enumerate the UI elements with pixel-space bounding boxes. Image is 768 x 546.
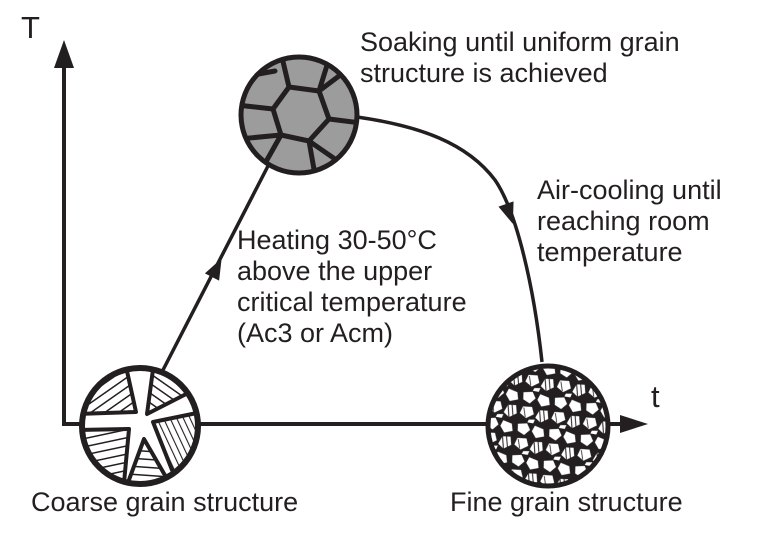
temperature-axis-arrowhead [54,40,74,68]
soaking-grain-micrograph [238,54,360,176]
temperature-axis-label: T [21,10,40,45]
time-axis-arrowhead [620,415,648,433]
fine-grain-micrograph [485,363,611,489]
soaking-annotation: Soaking until uniform grain structure is… [360,27,680,88]
cooling-arrowhead [498,201,514,224]
time-axis-label: t [651,379,660,414]
heating-arrowhead [204,258,222,281]
temperature-axis [54,40,74,424]
fine-grain-caption: Fine grain structure [450,487,683,517]
cooling-arrow [356,115,544,363]
coarse-grain-caption: Coarse grain structure [31,487,299,517]
heating-arrow [161,165,270,371]
coarse-grain-micrograph [79,365,201,487]
heating-annotation: Heating 30-50°C above the upper critical… [237,225,467,348]
cooling-annotation: Air-cooling until reaching room temperat… [537,175,722,267]
